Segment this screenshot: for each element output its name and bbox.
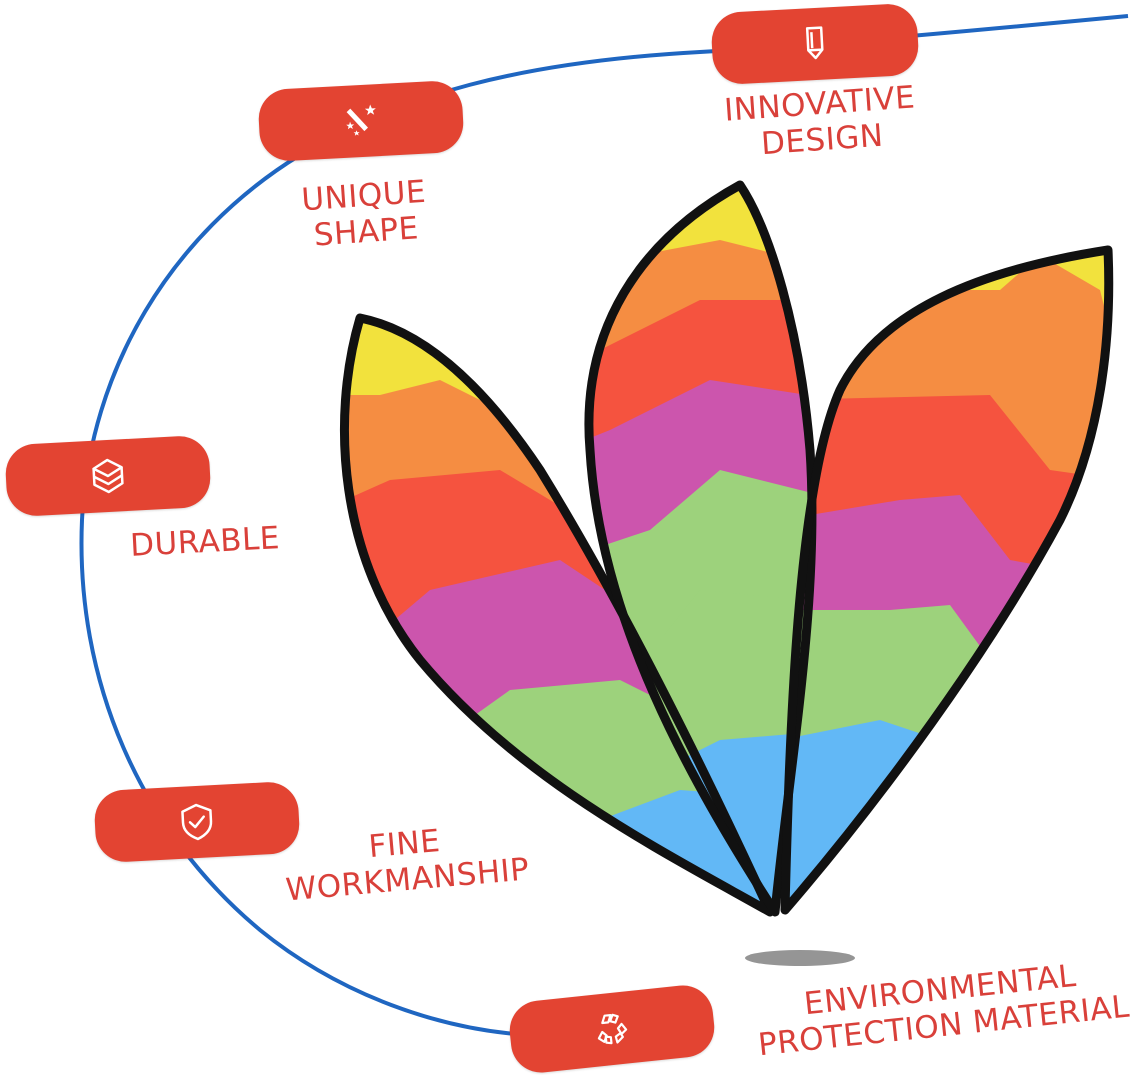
badge-environmental-protection-material [506, 982, 718, 1075]
badge-durable [4, 434, 212, 518]
kite-color-band [785, 720, 1109, 910]
magic-wand-icon [346, 104, 376, 136]
pencil-icon [805, 26, 824, 60]
shield-check-icon [181, 803, 213, 841]
kite-petal-right [785, 250, 1109, 910]
recycle-icon [597, 1013, 628, 1045]
badge-fine-workmanship [93, 780, 301, 864]
badge-unique-shape [257, 79, 465, 163]
kite-shadow [745, 950, 855, 966]
layers-icon [92, 458, 124, 494]
caption-unique-shape: UNIQUE SHAPE [278, 172, 453, 256]
badge-innovative-design [710, 2, 920, 86]
